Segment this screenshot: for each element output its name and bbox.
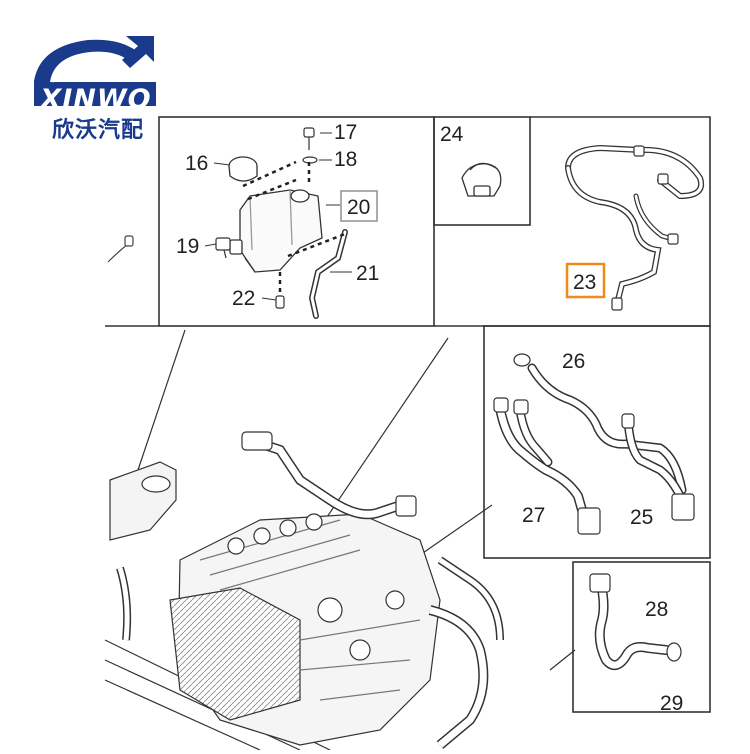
clamp-29 [666,642,682,662]
callout-26: 26 [562,350,585,373]
clamp-26 [513,353,531,367]
logo-brand-cn: 欣沃汽配 [51,118,144,143]
callout-16: 16 [185,152,208,175]
callout-leader [213,162,231,166]
callout-27: 27 [522,504,545,527]
hose-connector [577,507,601,535]
callout-24: 24 [440,123,464,146]
expansion-tank [229,189,323,273]
panel-24 [433,116,531,226]
hose-connector [493,397,509,413]
sensor-19 [215,237,231,259]
leader-line [137,329,186,471]
hose-connector [589,573,611,593]
cap-part [228,156,258,182]
panel-hose-23 [434,116,711,327]
hose-26 [527,363,687,495]
leader-line [324,337,449,521]
callout-29: 29 [660,692,683,715]
panel-hoses-25-27 [483,325,711,559]
logo-brand: XINWO [40,84,152,115]
leader-line [419,504,493,556]
clip-24 [461,162,502,197]
engine-illustration [104,431,504,751]
hose-connector [611,297,623,311]
callout-18: 18 [334,148,357,171]
callout-20: 20 [347,196,370,219]
sensor-part [107,235,134,263]
hose-27 [495,403,591,529]
callout-leader [204,243,217,247]
dashed-leader [242,160,297,188]
logo-emblem [34,36,156,106]
hose-connector [633,145,645,157]
hose-connector [657,173,669,185]
sensor-22 [275,295,285,309]
callout-19: 19 [176,235,199,258]
hose-28 [594,575,671,671]
box-20 [340,190,378,222]
callout-23: 23 [573,271,596,294]
panel-hose-28 [572,561,711,713]
callout-17: 17 [334,121,357,144]
callout-21: 21 [356,262,379,285]
callout-22: 22 [232,287,255,310]
xinwo-logo: XINWO 欣沃汽配 [30,26,160,143]
callout-28: 28 [645,598,668,621]
bolt-part [302,127,318,164]
hose-23 [565,144,704,303]
pipe-21 [308,229,348,319]
hose-connector [667,233,679,245]
leader-line [549,649,576,671]
callout-25: 25 [630,506,653,529]
highlight-box-23 [565,262,606,299]
hose-connector [621,413,635,429]
hose-connector [671,493,695,521]
callout-leader [261,297,277,301]
dashed-leader [247,178,297,201]
dashed-leader [287,232,346,258]
hose-connector [513,399,529,415]
